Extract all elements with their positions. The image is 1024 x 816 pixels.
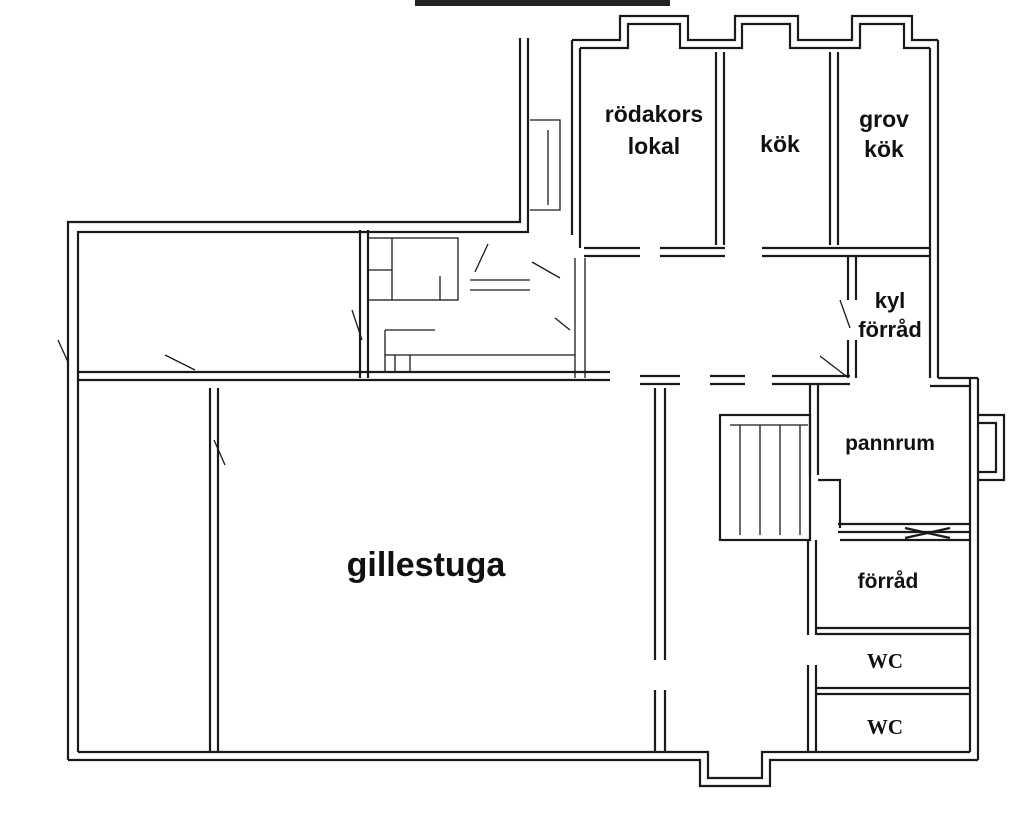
grov-kok-label-line1: grov bbox=[859, 106, 909, 132]
outer-walls bbox=[66, 14, 1006, 788]
pannrum-label: pannrum bbox=[845, 432, 935, 455]
forrad-label: förråd bbox=[858, 570, 919, 593]
interior-walls bbox=[78, 52, 970, 752]
kyl-label-line1: kyl bbox=[875, 288, 906, 313]
kyl-label-line2: förråd bbox=[858, 317, 922, 342]
wc-label-2: WC bbox=[867, 715, 903, 739]
door-swings bbox=[57, 243, 951, 540]
wc-label-1: WC bbox=[867, 649, 903, 673]
rodakors-label-line1: rödakors bbox=[605, 101, 703, 127]
kok-label: kök bbox=[760, 131, 800, 157]
rodakors-label-line2: lokal bbox=[628, 133, 680, 159]
grov-kok-label-line2: kök bbox=[864, 136, 904, 162]
heading-remnant bbox=[415, 0, 670, 6]
gillestuga-label: gillestuga bbox=[347, 546, 507, 584]
room-labels: rödakors lokal kök grov kök kyl förråd p… bbox=[347, 101, 935, 739]
